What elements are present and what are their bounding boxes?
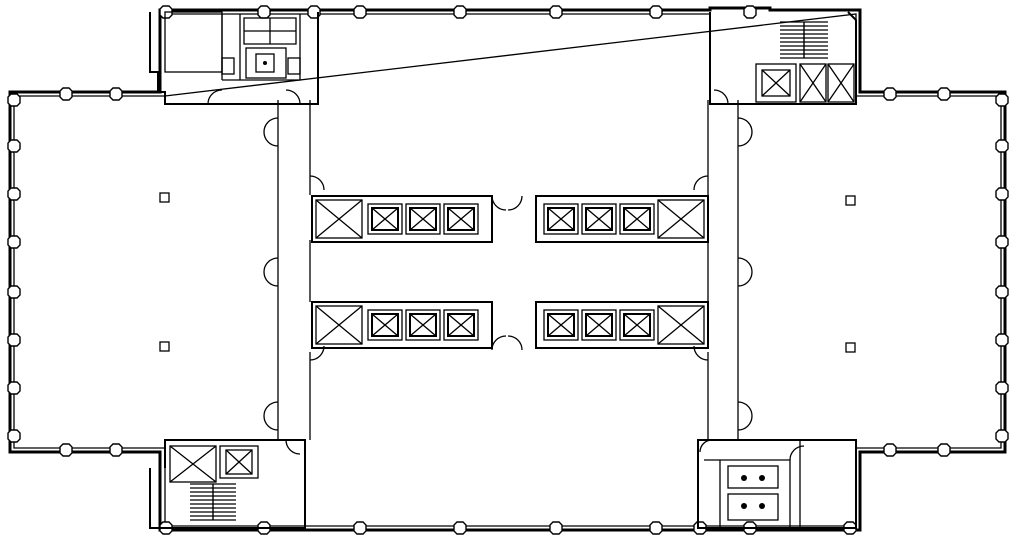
- perimeter-column: [7, 235, 21, 249]
- perimeter-column: [995, 93, 1009, 107]
- perimeter-column: [7, 93, 21, 107]
- perimeter-column: [995, 285, 1009, 299]
- perimeter-columns: [7, 5, 1009, 535]
- elevator-car: [619, 203, 655, 235]
- perimeter-column: [109, 443, 123, 457]
- elevator-cab: [447, 207, 475, 231]
- elevator-cab: [547, 207, 575, 231]
- perimeter-column: [995, 429, 1009, 443]
- elevator-car: [405, 203, 441, 235]
- elevator-car: [367, 309, 403, 341]
- perimeter-column: [995, 381, 1009, 395]
- elevator-shaft: [315, 199, 363, 239]
- interior-column: [159, 341, 170, 352]
- perimeter-column: [743, 5, 757, 19]
- perimeter-column: [453, 521, 467, 535]
- perimeter-column: [257, 5, 271, 19]
- perimeter-column: [7, 187, 21, 201]
- corridor-doors: [263, 117, 753, 431]
- elevator-car: [543, 309, 579, 341]
- elevator-bank: [311, 301, 493, 349]
- perimeter-column: [649, 5, 663, 19]
- elevator-banks: [311, 195, 709, 349]
- elevator-bank: [535, 195, 709, 243]
- service-core-top-left: [149, 11, 319, 105]
- perimeter-column: [109, 87, 123, 101]
- perimeter-column: [7, 381, 21, 395]
- elevator-cab: [371, 207, 399, 231]
- elevator-shaft: [657, 199, 705, 239]
- perimeter-column: [937, 443, 951, 457]
- perimeter-column: [59, 443, 73, 457]
- elevator-bank: [311, 195, 493, 243]
- elevator-cab: [371, 313, 399, 337]
- interior-column: [845, 195, 856, 206]
- perimeter-column: [353, 5, 367, 19]
- corridor-left-wall: [277, 100, 311, 440]
- perimeter-column: [995, 333, 1009, 347]
- perimeter-column: [883, 87, 897, 101]
- elevator-cab: [623, 313, 651, 337]
- perimeter-column: [453, 5, 467, 19]
- elevator-cab: [547, 313, 575, 337]
- elevator-car: [367, 203, 403, 235]
- elevator-car: [543, 203, 579, 235]
- elevator-cab: [585, 207, 613, 231]
- perimeter-column: [649, 521, 663, 535]
- elevator-car: [443, 203, 479, 235]
- perimeter-column: [995, 139, 1009, 153]
- stair-core-top-right: [709, 11, 857, 105]
- perimeter-column: [7, 333, 21, 347]
- inner-wall: [13, 13, 1002, 527]
- perimeter-column: [995, 235, 1009, 249]
- perimeter-column: [7, 429, 21, 443]
- perimeter-column: [937, 87, 951, 101]
- elevator-car: [443, 309, 479, 341]
- elevator-cab: [409, 207, 437, 231]
- interior-column: [845, 342, 856, 353]
- elevator-cab: [447, 313, 475, 337]
- interior-column: [159, 192, 170, 203]
- elevator-car: [581, 203, 617, 235]
- stair-core-bottom-left: [149, 439, 306, 529]
- service-core-bottom-right: [697, 439, 857, 529]
- elevator-car: [405, 309, 441, 341]
- elevator-bank: [535, 301, 709, 349]
- perimeter-column: [353, 521, 367, 535]
- perimeter-column: [549, 5, 563, 19]
- perimeter-column: [7, 139, 21, 153]
- elevator-cab: [409, 313, 437, 337]
- perimeter-column: [995, 187, 1009, 201]
- perimeter-column: [7, 285, 21, 299]
- perimeter-column: [59, 87, 73, 101]
- perimeter-column: [883, 443, 897, 457]
- corridor-right-wall: [707, 100, 739, 440]
- elevator-cab: [585, 313, 613, 337]
- elevator-cab: [623, 207, 651, 231]
- elevator-shaft: [315, 305, 363, 345]
- elevator-shaft: [657, 305, 705, 345]
- elevator-car: [581, 309, 617, 341]
- perimeter-column: [549, 521, 563, 535]
- elevator-car: [619, 309, 655, 341]
